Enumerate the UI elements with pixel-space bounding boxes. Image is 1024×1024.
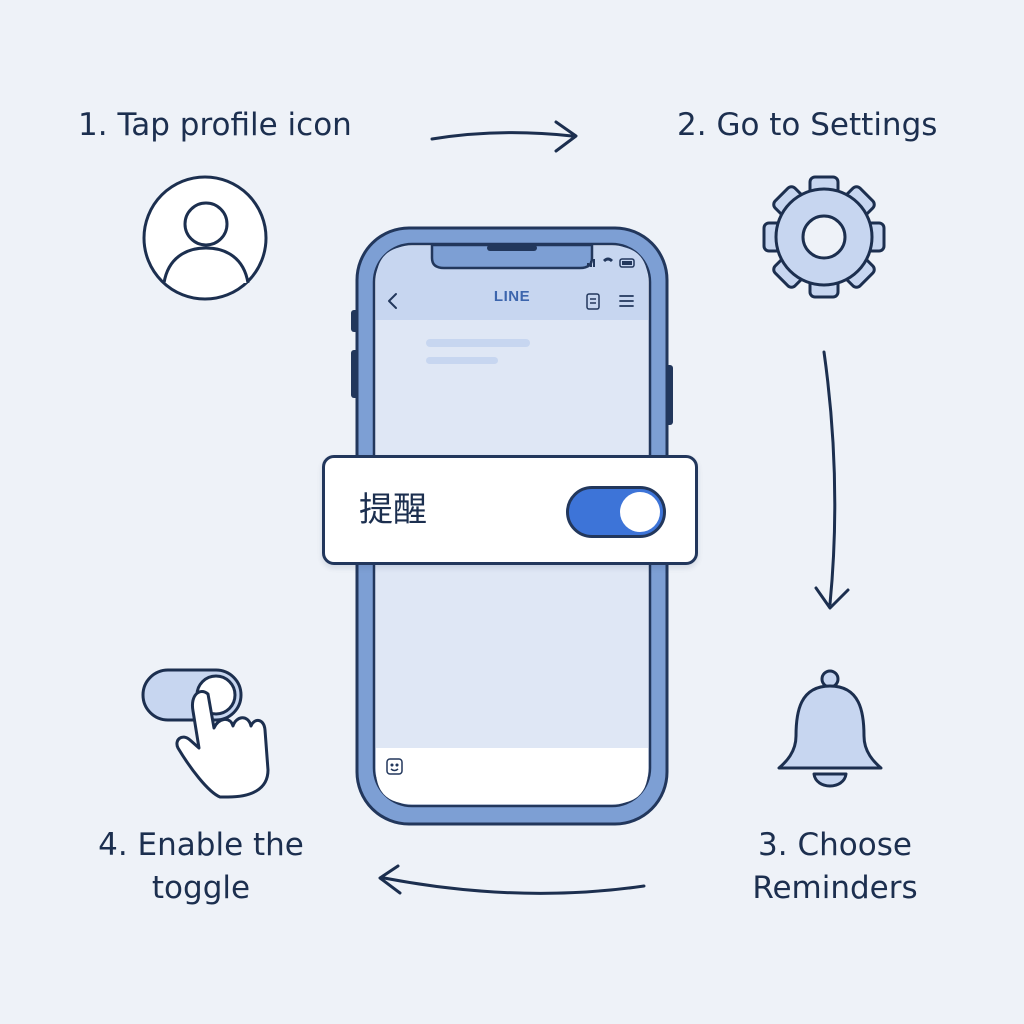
placeholder-text-line (426, 339, 530, 347)
step-3-text-line-2: Reminders (752, 870, 918, 906)
phone-notch (430, 243, 594, 270)
step-3-text-line-1: Choose (797, 827, 912, 863)
step-4-text-line-1: Enable the (137, 827, 304, 863)
step-1-text: Tap profile icon (117, 107, 352, 143)
phone-bottom-bar (376, 748, 648, 804)
status-bar-icons (587, 257, 635, 268)
hand-toggle-icon (141, 668, 270, 799)
step-4-number: 4. (98, 827, 128, 863)
step-3-number: 3. (758, 827, 788, 863)
menu-icon[interactable] (619, 295, 634, 307)
step-1-number: 1. (78, 107, 108, 143)
emoji-icon[interactable] (386, 758, 403, 775)
step-4-label: 4. Enable the toggle (86, 824, 316, 910)
step-4-text-line-2: toggle (151, 870, 251, 906)
step-3-label: 3. Choose Reminders (735, 824, 935, 910)
note-icon[interactable] (586, 293, 600, 310)
arrow-step2-to-step3-head (814, 586, 850, 610)
gear-icon (762, 175, 886, 299)
arrow-step1-to-step2 (430, 131, 574, 141)
phone-speaker (487, 245, 537, 251)
arrow-step2-to-step3 (822, 350, 837, 606)
back-chevron-icon[interactable] (388, 293, 397, 309)
reminder-setting-card[interactable]: 提醒 (322, 455, 698, 565)
step-4-line-1: 4. Enable the (86, 824, 316, 867)
arrow-step3-to-step4-head (378, 864, 402, 895)
profile-icon (142, 175, 268, 301)
app-title: LINE (493, 288, 531, 305)
arrow-step3-to-step4 (382, 876, 646, 895)
step-1-label: 1. Tap profile icon (78, 104, 352, 147)
placeholder-text-line (426, 357, 498, 364)
toggle-knob[interactable] (620, 492, 660, 532)
step-2-number: 2. (677, 107, 707, 143)
step-2-text: Go to Settings (716, 107, 938, 143)
reminder-setting-label: 提醒 (359, 490, 427, 530)
step-2-label: 2. Go to Settings (677, 104, 937, 147)
flow-arrows (378, 120, 850, 895)
arrow-step1-to-step2-head (554, 120, 578, 153)
bell-icon (777, 669, 883, 788)
reminder-toggle[interactable] (566, 486, 666, 538)
step-3-line-1: 3. Choose (735, 824, 935, 867)
